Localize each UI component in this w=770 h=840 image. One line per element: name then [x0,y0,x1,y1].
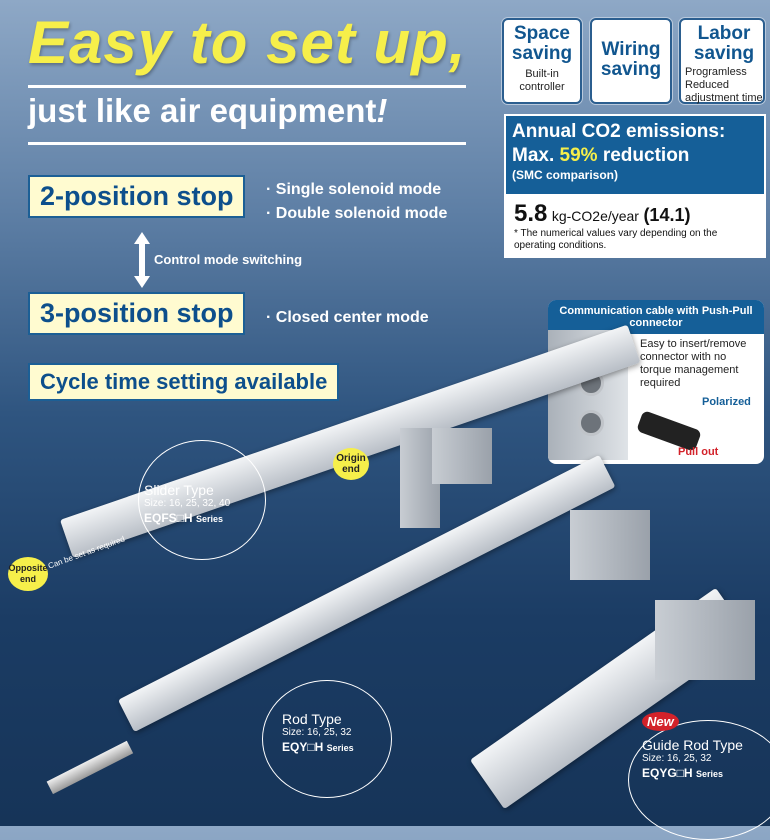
slider-callout-circle [138,440,266,560]
feature-title: Labor saving [693,23,755,64]
co2-percent: 59% [559,145,598,166]
connector-port-icon [578,410,604,436]
feature-sub: Built-in controller [519,68,565,93]
rod-controller-image [570,510,650,580]
guide-controller-image [655,600,755,680]
pull-out-label: Pull out [678,446,719,458]
control-mode-switching: Control mode switching [154,252,303,267]
co2-panel: Annual CO2 emissions: Max. 59% reduction… [504,114,766,258]
slider-info: Slider Type Size: 16, 25, 32, 40 EQFS□H … [144,483,230,526]
guide-size: Size: 16, 25, 32 [642,753,712,764]
guide-series: EQYG□H [642,766,693,780]
series-suffix: Series [326,743,354,753]
co2-note: (SMC comparison) [512,168,619,182]
headline-line2-text: just like air equipment [28,92,377,129]
comm-desc: Easy to insert/remove connector with no … [640,338,747,389]
single-solenoid-mode: · Single solenoid mode [266,181,442,198]
co2-heading: Annual CO2 emissions: [512,121,726,142]
headline-line2: just like air equipment! [28,92,387,130]
co2-max: Max. [512,145,555,166]
cycle-time-label: Cycle time setting available [28,363,340,401]
co2-reduction: Max. 59% reduction [512,144,758,168]
rod-type: Rod Type [282,711,342,727]
new-badge: New [642,712,679,731]
rod-series: EQY□H [282,740,324,754]
feature-title: Space saving [511,23,573,64]
closed-center-mode: · Closed center mode [266,309,429,326]
co2-value: 5.8 [514,200,548,227]
slider-controller-image [432,428,492,484]
co2-reduction-word: reduction [602,145,690,166]
series-suffix: Series [695,769,723,779]
polarized-label: Polarized [702,396,751,408]
rod-info: Rod Type Size: 16, 25, 32 EQY□H Series [282,712,354,755]
comm-title: Communication cable with Push-Pull conne… [548,300,764,334]
slider-size: Size: 16, 25, 32, 40 [144,498,231,509]
rod-callout-circle [262,680,392,798]
co2-footnote: * The numerical values vary depending on… [514,228,718,251]
feature-wiring-saving: Wiring saving [590,18,672,104]
divider [28,85,466,88]
feature-sub: Programless Reduced adjustment time [685,66,763,104]
guide-info: Guide Rod Type Size: 16, 25, 32 EQYG□H S… [642,738,743,781]
opposite-end-bubble: Opposite end [8,557,48,591]
two-position-stop-label: 2-position stop [28,175,246,218]
headline-exclaim: ! [376,92,388,129]
double-solenoid-mode: · Double solenoid mode [266,205,448,222]
co2-unit: kg-CO2e/year [551,208,639,224]
three-position-stop-label: 3-position stop [28,292,246,335]
headline-line1: Easy to set up, [28,9,467,76]
slider-series: EQFS□H [144,511,193,525]
slider-type: Slider Type [144,482,214,498]
feature-title: Wiring saving [600,39,662,80]
series-suffix: Series [195,514,223,524]
two-position-options: · Single solenoid mode · Double solenoid… [266,178,447,226]
origin-end-bubble: Origin end [333,448,369,480]
divider [28,142,466,145]
rod-size: Size: 16, 25, 32 [282,727,352,738]
co2-compare: (14.1) [643,205,691,225]
rod-image [46,740,134,795]
double-arrow-icon [134,232,150,288]
guide-type: Guide Rod Type [642,737,743,753]
